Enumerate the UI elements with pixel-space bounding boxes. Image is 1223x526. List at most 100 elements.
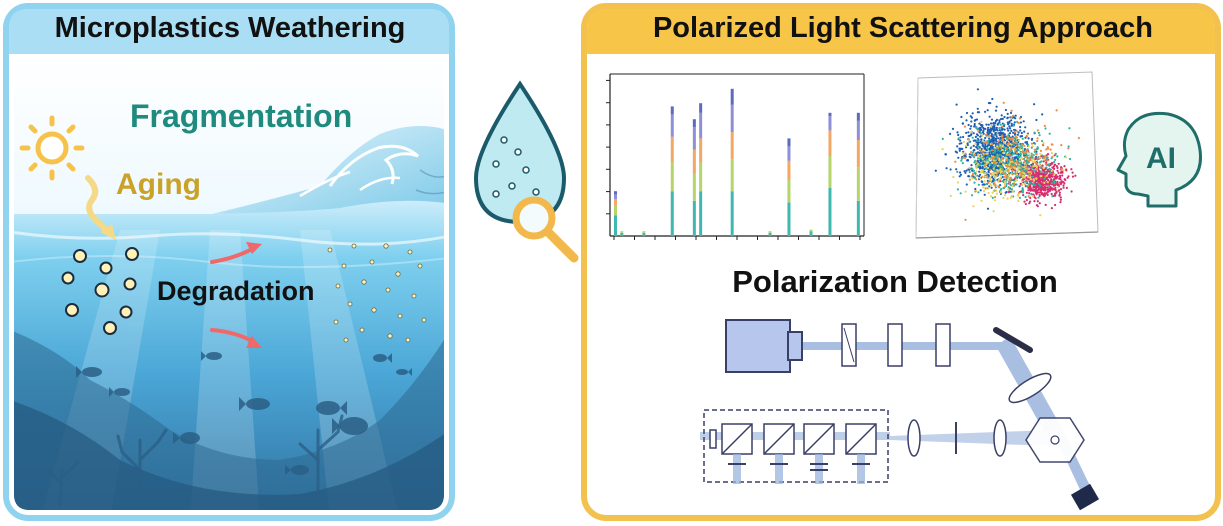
scatter-point xyxy=(1034,164,1037,167)
scatter-point xyxy=(973,171,976,175)
scatter-point xyxy=(990,142,994,146)
scatter-point xyxy=(1043,194,1046,197)
scatter-point xyxy=(965,183,968,186)
scatter-point xyxy=(1039,170,1042,173)
scatter-point xyxy=(981,175,984,178)
scatter-point xyxy=(1048,185,1051,189)
scatter-point xyxy=(1006,127,1009,130)
detector xyxy=(1070,483,1100,511)
scatter-point xyxy=(1030,170,1033,173)
scatter-point xyxy=(982,127,985,130)
scatter-point xyxy=(973,122,976,126)
scatter-point xyxy=(1027,171,1030,174)
scatter-point xyxy=(988,137,991,140)
scatter-point xyxy=(1018,196,1022,199)
bar-segment xyxy=(787,202,791,236)
scatter-point xyxy=(1028,202,1031,205)
scatter-point xyxy=(986,161,990,164)
scatter-point xyxy=(1011,173,1014,176)
scatter-point xyxy=(960,159,963,162)
scatter-point xyxy=(986,109,989,112)
scatter-point xyxy=(956,181,960,184)
scatter-point xyxy=(1002,196,1005,199)
scatter-point xyxy=(1012,137,1015,140)
scatter-point xyxy=(971,112,974,115)
scatter-point xyxy=(1043,181,1046,184)
scatter-point xyxy=(1042,166,1045,169)
scatter-point xyxy=(1009,127,1012,130)
scatter-point xyxy=(1017,148,1020,152)
scatter-point xyxy=(983,149,986,152)
scatter-point xyxy=(989,172,992,175)
scatter-point xyxy=(993,142,996,145)
scatter-point xyxy=(1013,121,1016,124)
scatter-point xyxy=(1050,169,1053,173)
scatter-point xyxy=(986,128,990,131)
scatter-point xyxy=(1055,165,1058,168)
scatter-point xyxy=(1040,154,1044,157)
scatter-point xyxy=(1021,150,1024,153)
scatter-point xyxy=(980,150,983,153)
scatter-point xyxy=(995,174,999,177)
scatter-point xyxy=(970,164,973,167)
scatter-point xyxy=(980,180,983,183)
scatter-point xyxy=(973,119,976,122)
scatter-point xyxy=(992,126,996,129)
scatter-point xyxy=(956,131,959,134)
scatter-point xyxy=(1057,186,1060,189)
scatter-point xyxy=(1046,188,1049,191)
scatter-point xyxy=(1019,121,1023,124)
scatter-point xyxy=(985,183,988,186)
scatter-point xyxy=(1031,156,1034,159)
scatter-point xyxy=(991,153,994,156)
scatter-point xyxy=(1058,191,1061,194)
collection-lens-1 xyxy=(993,419,1007,457)
scatter-point xyxy=(1032,165,1035,168)
scatter-point xyxy=(1015,160,1019,163)
scatter-point xyxy=(995,192,999,195)
bar-segment xyxy=(642,232,646,236)
scatter-point xyxy=(1059,188,1063,191)
scatter-point xyxy=(1042,156,1045,160)
scatter-point xyxy=(989,150,992,153)
scatter-point xyxy=(1046,159,1049,162)
scatter-point xyxy=(1057,189,1060,192)
scatter-point xyxy=(1004,156,1008,160)
scatter-point xyxy=(1036,191,1039,195)
scatter-point xyxy=(1044,175,1047,178)
scatter-point xyxy=(1015,173,1019,176)
scatter-point xyxy=(1054,203,1057,207)
scatter-point xyxy=(1013,181,1016,184)
scatter-point xyxy=(1026,168,1029,171)
scatter-point xyxy=(964,156,967,160)
scatter-point xyxy=(970,194,974,197)
scatter-point xyxy=(976,147,979,150)
scatter-point xyxy=(1018,160,1022,163)
scatter-point xyxy=(1008,139,1011,142)
scatter-point xyxy=(1050,161,1054,165)
scatter-point xyxy=(1031,160,1034,163)
bar-segment xyxy=(787,138,791,147)
scatter-point xyxy=(1056,181,1059,184)
scatter-point xyxy=(979,148,982,151)
scatter-point xyxy=(999,123,1002,126)
scatter-point xyxy=(1043,177,1046,180)
scatter-point xyxy=(1059,176,1062,179)
scatter-point xyxy=(968,170,971,174)
scatter-point xyxy=(1016,166,1020,169)
scatter-point xyxy=(987,101,991,105)
scatter-point xyxy=(962,135,965,139)
scatter-point xyxy=(1016,120,1019,123)
scatter-point xyxy=(984,175,987,178)
scatter-point xyxy=(1010,116,1013,119)
scatter-point xyxy=(969,127,972,130)
scatter-point xyxy=(1006,116,1009,119)
droplet-icon xyxy=(473,80,567,225)
scatter-point xyxy=(934,169,937,172)
scatter-point xyxy=(1039,152,1042,155)
scatter-point xyxy=(1001,125,1004,128)
scatter-point xyxy=(984,143,987,147)
scatter-point xyxy=(1070,190,1073,193)
scatter-point xyxy=(986,152,989,155)
scatter-point xyxy=(1044,127,1047,130)
